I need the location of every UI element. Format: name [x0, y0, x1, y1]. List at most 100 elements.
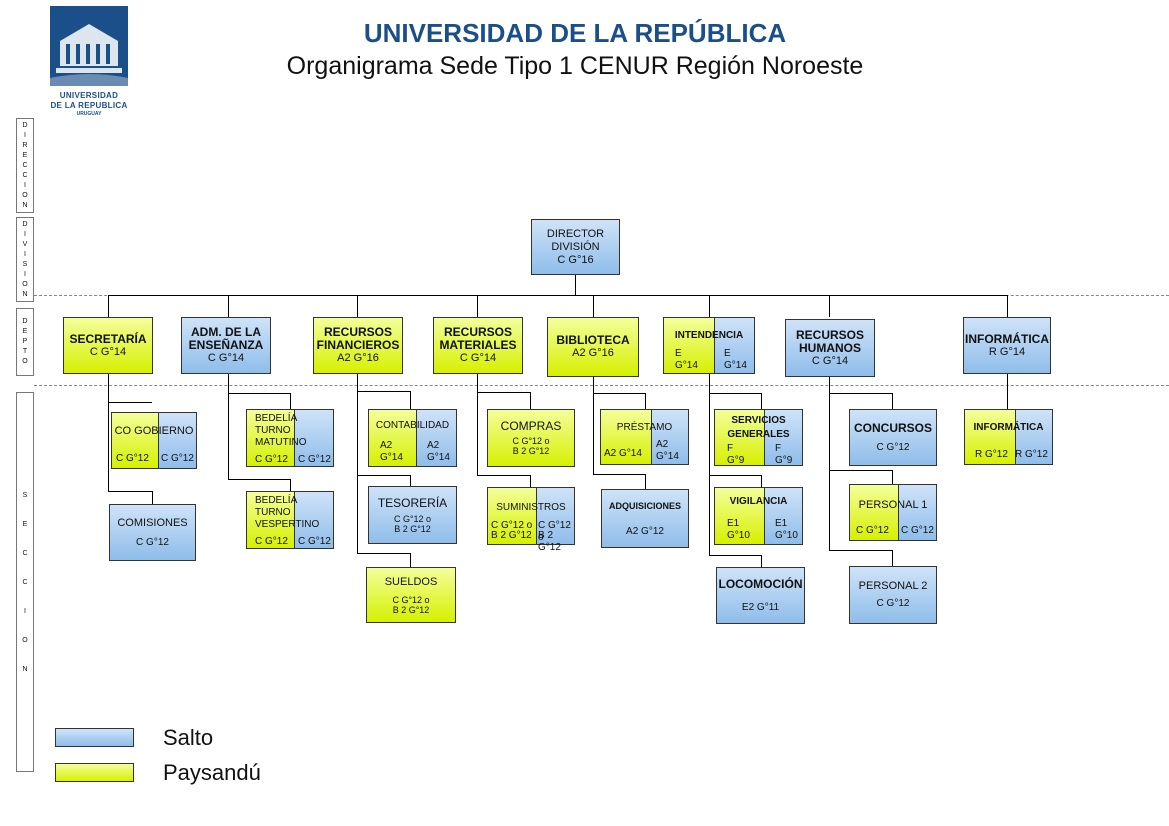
bedelia-matutino-paysandu-fill: [247, 410, 295, 466]
connector-director: [575, 275, 576, 295]
level-label-division-text: DIVISION: [22, 220, 28, 298]
sec-personal-2[interactable]: PERSONAL 2 C G°12: [849, 566, 937, 624]
dept-secretaria[interactable]: SECRETARÍA C G°14: [63, 317, 153, 374]
sec-compras[interactable]: COMPRAS C G°12 o B 2 G°12: [487, 409, 575, 467]
tesoreria-g2: B 2 G°12: [394, 523, 431, 534]
comisiones-name: COMISIONES: [117, 516, 188, 529]
level-label-seccion: SECCION: [16, 392, 34, 772]
sec-suministros[interactable]: SUMINISTROS C G°12 o B 2 G°12 C G°12 o B…: [487, 487, 575, 553]
sec-adquisiciones[interactable]: ADQUISICIONES A2 G°12: [601, 489, 689, 548]
sueldos-g1: C G°12 o: [392, 594, 430, 605]
page-title: UNIVERSIDAD DE LA REPÚBLICA: [363, 18, 787, 48]
dept-biblio-grade: A2 G°16: [572, 347, 614, 359]
dept-recursos-materiales[interactable]: RECURSOS MATERIALES C G°14: [433, 317, 523, 374]
comisiones-grade: C G°12: [136, 536, 169, 548]
dept-recursos-humanos[interactable]: RECURSOS HUMANOS C G°14: [785, 319, 875, 377]
sec-sueldos[interactable]: SUELDOS C G°12 o B 2 G°12: [366, 567, 456, 623]
connector: [410, 475, 411, 486]
vigilancia-paysandu-fill: [715, 488, 765, 544]
bed-ves-left: C G°12: [255, 536, 288, 547]
logo-line3: URUGUAY: [76, 111, 102, 117]
dept-biblioteca[interactable]: BIBLIOTECA A2 G°16: [547, 317, 639, 377]
bed-ves-l2: TURNO: [255, 507, 291, 518]
sec-informatica[interactable]: INFORMÁTICA R G°12 R G°12: [964, 409, 1053, 465]
connector: [108, 491, 152, 492]
locomocion-name: LOCOMOCIÓN: [718, 576, 803, 591]
level-label-seccion-text: SECCION: [22, 491, 28, 673]
tesoreria-g1: C G°12 o: [393, 513, 432, 524]
connector: [290, 479, 291, 491]
sec-contabilidad[interactable]: CONTABILIDAD A2 G°14 A2 G°14: [368, 409, 457, 467]
connector: [410, 553, 411, 567]
sec-concursos[interactable]: CONCURSOS C G°12: [849, 409, 937, 466]
connector: [761, 475, 762, 487]
connector: [410, 391, 411, 409]
dept-finan-grade: A2 G°16: [337, 352, 379, 364]
vigilancia-name: VIGILANCIA: [729, 496, 788, 507]
sec-locomocion[interactable]: LOCOMOCIÓN E2 G°11: [716, 567, 805, 624]
dept-intend-name: INTENDENCIA: [674, 330, 744, 341]
dept-adm-name1: ADM. DE LA: [191, 325, 261, 339]
connector: [709, 475, 761, 476]
director-division-box[interactable]: DIRECTOR DIVISIÓN C G°16: [531, 219, 620, 275]
sec-prestamo[interactable]: PRÉSTAMO A2 G°14 A2 G°14: [600, 409, 689, 465]
connector: [761, 555, 762, 567]
suministros-paysandu-fill: [488, 488, 537, 544]
sec-vigilancia[interactable]: VIGILANCIA E1 G°10 E1 G°10: [714, 487, 803, 545]
bed-ves-right: C G°12: [298, 536, 331, 547]
sec-servicios-generales[interactable]: SERVICIOS GENERALES F G°9 F G°9: [714, 409, 803, 466]
connector: [829, 470, 892, 471]
connector: [645, 474, 646, 489]
sec-tesoreria[interactable]: TESORERÍA C G°12 o B 2 G°12: [368, 486, 457, 544]
sec-bedelia-vespertino[interactable]: BEDELÍA TURNO VESPERTINO C G°12 C G°12: [246, 491, 334, 549]
informatica-sec-name: INFORMÁTICA: [973, 422, 1044, 433]
sueldos-g2: B 2 G°12: [392, 604, 430, 615]
connector: [593, 377, 594, 475]
co-gobierno-name: CO GOBIERNO: [114, 425, 194, 437]
legend-label-salto: Salto: [163, 725, 214, 750]
vigilancia-right-l2: G°10: [775, 530, 798, 541]
bed-mat-l2: TURNO: [255, 425, 291, 436]
suministros-left-l2: B 2 G°12: [491, 530, 532, 541]
director-line2: DIVISIÓN: [551, 240, 600, 253]
servicios-left-l2: G°9: [727, 455, 745, 466]
dept-adm-grade: C G°14: [207, 352, 245, 364]
suministros-name: SUMINISTROS: [496, 502, 566, 513]
dept-informatica[interactable]: INFORMÁTICA R G°14: [963, 317, 1051, 374]
dept-secretaria-name: SECRETARÍA: [69, 331, 147, 346]
connector: [357, 553, 410, 554]
dept-adm-ensenanza[interactable]: ADM. DE LA ENSEÑANZA C G°14: [181, 317, 271, 374]
vigilancia-right-l1: E1: [775, 518, 788, 529]
sec-comisiones[interactable]: COMISIONES C G°12: [109, 504, 196, 561]
locomocion-grade: E2 G°11: [741, 601, 780, 613]
vigilancia-left-l2: G°10: [727, 530, 750, 541]
dept-recursos-financieros[interactable]: RECURSOS FINANCIEROS A2 G°16: [313, 317, 403, 374]
sueldos-name: SUELDOS: [384, 575, 438, 588]
contabilidad-name: CONTABILIDAD: [375, 420, 450, 431]
page-subtitle: Organigrama Sede Tipo 1 CENUR Región Nor…: [286, 52, 864, 80]
dept-intendencia[interactable]: INTENDENCIA E G°14 E G°14: [663, 317, 755, 374]
director-grade: C G°16: [557, 253, 594, 266]
building-emblem-icon: [50, 6, 128, 86]
dept-mater-grade: C G°14: [459, 352, 497, 364]
connector: [228, 393, 290, 394]
prestamo-name: PRÉSTAMO: [616, 422, 673, 433]
level-divider-depto: [34, 385, 1169, 386]
sec-co-gobierno[interactable]: CO GOBIERNO C G°12 C G°12: [111, 412, 197, 469]
connector: [645, 393, 646, 409]
intend-right-l1: E: [724, 348, 731, 359]
legend-swatch-paysandu: [55, 763, 134, 782]
prestamo-right-l2: G°14: [656, 451, 679, 462]
connector: [892, 393, 893, 409]
personal2-grade: C G°12: [876, 598, 910, 609]
level-label-division: DIVISION: [16, 217, 34, 302]
level-label-direccion: DIRECCION: [16, 118, 34, 213]
connector: [761, 393, 762, 409]
sec-bedelia-matutino[interactable]: BEDELÍA TURNO MATUTINO C G°12 C G°12: [246, 409, 334, 467]
dept-adm-name2: ENSEÑANZA: [188, 338, 264, 352]
concursos-grade: C G°12: [876, 441, 910, 453]
bedelia-vespertino-paysandu-fill: [247, 492, 295, 548]
connector: [829, 377, 830, 551]
connector: [290, 393, 291, 409]
sec-personal-1[interactable]: PERSONAL 1 C G°12 C G°12: [849, 484, 937, 541]
